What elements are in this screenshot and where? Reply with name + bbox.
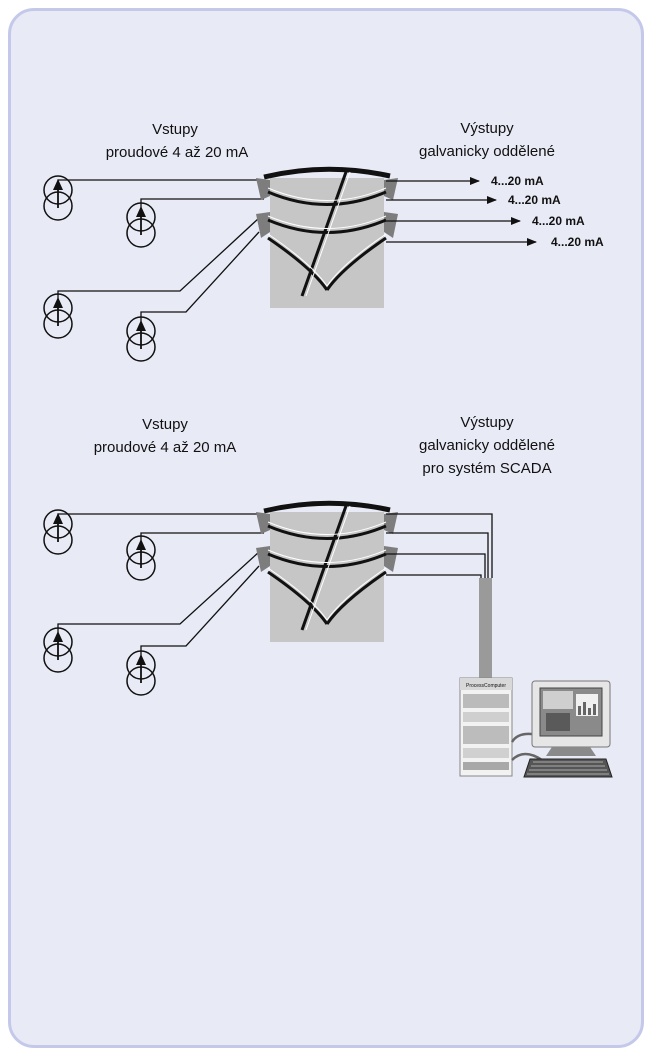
bottom-inputs-subtitle: proudové 4 až 20 mA	[94, 439, 237, 456]
current-source-icon	[43, 627, 73, 673]
current-source-icon	[126, 316, 156, 362]
top-output-label-3: 4...20 mA	[532, 214, 585, 228]
top-outputs-subtitle: galvanicky oddělené	[419, 143, 555, 160]
current-source-icon	[43, 293, 73, 339]
top-outputs-title: Výstupy	[460, 120, 514, 137]
top-output-label-4: 4...20 mA	[551, 235, 604, 249]
keyboard-icon	[523, 758, 613, 778]
top-inputs-subtitle: proudové 4 až 20 mA	[106, 144, 249, 161]
monitor-icon	[531, 680, 611, 756]
bottom-outputs-title: Výstupy	[460, 414, 514, 431]
current-source-icon	[126, 650, 156, 696]
current-source-icon	[43, 509, 73, 555]
current-source-icon	[126, 535, 156, 581]
top-inputs-title: Vstupy	[152, 121, 198, 138]
top-output-label-2: 4...20 mA	[508, 193, 561, 207]
top-output-label-1: 4...20 mA	[491, 174, 544, 188]
bottom-inputs-title: Vstupy	[142, 416, 188, 433]
bottom-outputs-line3: pro systém SCADA	[422, 460, 551, 477]
current-source-icon	[126, 202, 156, 248]
bottom-outputs-subtitle: galvanicky oddělené	[419, 437, 555, 454]
current-source-icon	[43, 175, 73, 221]
signal-isolator-icon	[256, 503, 398, 642]
top-output-arrows	[386, 177, 537, 246]
signal-isolator-icon	[256, 169, 398, 308]
bottom-output-wires	[386, 513, 493, 678]
bottom-input-wires	[57, 513, 264, 664]
process-computer-icon	[459, 677, 513, 777]
top-input-wires	[57, 179, 264, 330]
process-computer-label: ProcessComputer	[466, 683, 506, 689]
